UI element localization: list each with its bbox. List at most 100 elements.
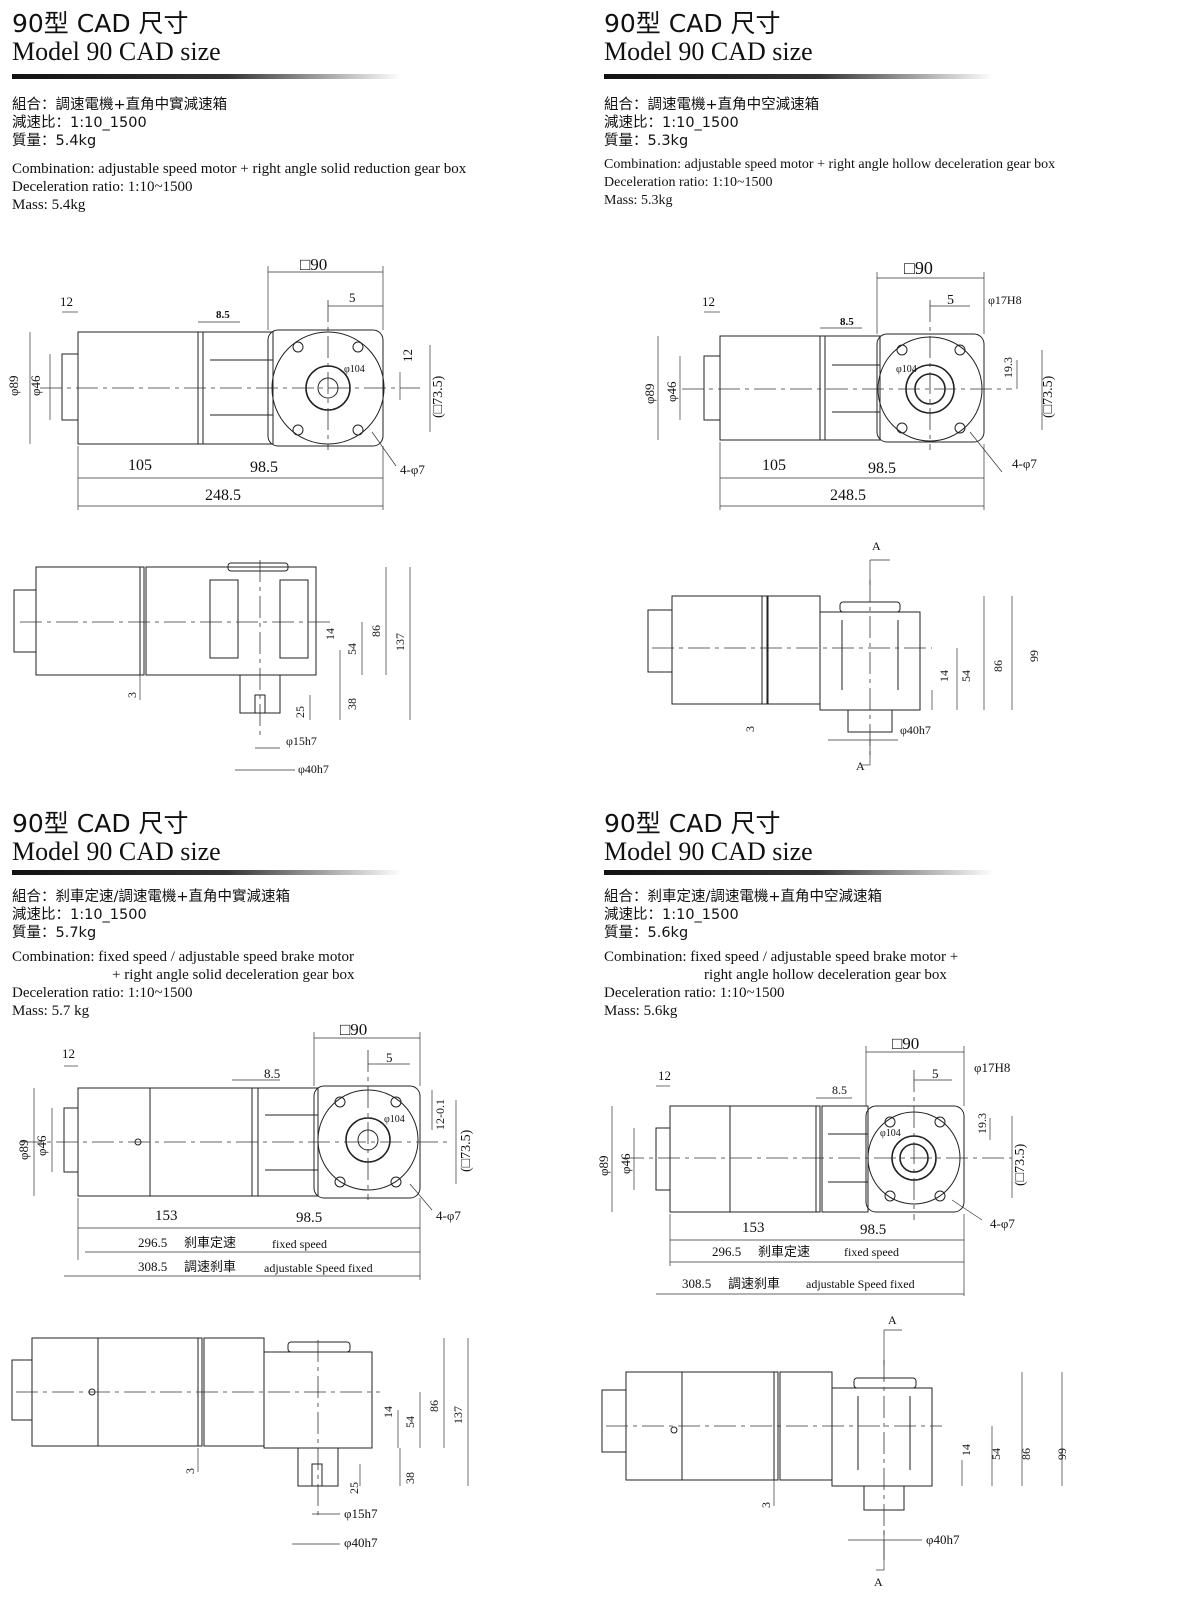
dim-hole: φ17H8 (974, 1060, 1010, 1075)
side-motor-body (671, 595, 768, 705)
dim-square: □90 (340, 1020, 367, 1039)
spec-english: Combination: adjustable speed motor + ri… (12, 160, 466, 214)
dim-flange: φ40h7 (926, 1532, 960, 1547)
dim-38: 38 (403, 1472, 417, 1484)
dim-pcd-square: (□73.5) (459, 1129, 474, 1172)
dim-308-5-cn: 調速刹車 (728, 1276, 780, 1291)
brake-body (669, 1105, 731, 1213)
spec-combination-en: Combination: adjustable speed motor + ri… (604, 157, 1056, 172)
spec-mass-cn: 質量：5.4kg (12, 133, 97, 149)
header-rule (12, 74, 402, 79)
dim-153: 153 (155, 1208, 178, 1224)
dim-8-5: 8.5 (264, 1066, 280, 1081)
spec-english: Combination: adjustable speed motor + ri… (604, 156, 1055, 210)
dim-phi46: φ46 (34, 1135, 49, 1156)
dim-137: 137 (393, 633, 407, 651)
dim-flange: φ40h7 (298, 762, 329, 776)
top-view: □90 5 12 8.5 φ104 φ89 φ46 12 (□73.5) 105… (6, 255, 446, 510)
dim-308-5-en: adjustable Speed fixed (264, 1261, 373, 1275)
drawing-panel-3: □90 5 12 8.5 φ104 φ89 φ46 12-0.1 (□73.5)… (11, 1020, 474, 1550)
dim-phi104: φ104 (384, 1114, 405, 1125)
dim-3: 3 (743, 726, 757, 732)
title-chinese: 90型 CAD 尺寸 (604, 809, 781, 838)
dim-38: 38 (345, 698, 359, 710)
side-view: 14 54 86 137 3 25 38 φ15h7 φ40h7 (11, 1337, 469, 1550)
gearbox-body (824, 335, 881, 441)
spec-combination-en: Combination: adjustable speed motor + ri… (12, 161, 467, 177)
side-gearbox (831, 1387, 933, 1487)
spec-chinese: 組合：刹車定速/調速電機+直角中實減速箱 減速比：1:10_1500 質量：5.… (12, 888, 290, 942)
spec-chinese: 組合：調速電機+直角中實減速箱 減速比：1:10_1500 質量：5.4kg (12, 96, 227, 150)
dim-98-5: 98.5 (296, 1210, 322, 1226)
dim-hole: φ17H8 (988, 293, 1022, 307)
dim-holes: 4-φ7 (1012, 456, 1037, 471)
dim-19-3: 19.3 (975, 1113, 989, 1134)
dim-54: 54 (345, 643, 359, 655)
side-view: A A 14 54 86 99 3 φ40h7 (601, 1313, 1069, 1589)
spec-combination-en-2: right angle hollow deceleration gear box (704, 967, 947, 983)
spec-ratio-en: Deceleration ratio: 1:10~1500 (12, 985, 193, 1001)
dim-holes: 4-φ7 (400, 462, 425, 477)
spec-combination-en-2: + right angle solid deceleration gear bo… (112, 967, 355, 983)
spec-mass-en: Mass: 5.4kg (12, 197, 86, 213)
dim-phi89: φ89 (16, 1139, 31, 1160)
dim-12: 12 (702, 294, 715, 309)
header-rule (12, 870, 402, 875)
dim-square: □90 (892, 1034, 919, 1053)
dim-86: 86 (427, 1400, 441, 1412)
spec-ratio-en: Deceleration ratio: 1:10~1500 (12, 179, 193, 195)
dim-98-5: 98.5 (860, 1222, 886, 1238)
section-a-bottom: A (856, 759, 865, 773)
dim-14: 14 (323, 628, 337, 640)
spec-mass-en: Mass: 5.6kg (604, 1003, 678, 1019)
dim-phi89: φ89 (642, 383, 657, 404)
side-view: A A 14 54 86 99 3 φ40h7 (647, 539, 1041, 773)
top-view: □90 5 12 8.5 φ104 φ89 φ46 12-0.1 (□73.5)… (16, 1020, 474, 1280)
spec-chinese: 組合：刹車定速/調速電機+直角中空減速箱 減速比：1:10_1500 質量：5.… (604, 888, 882, 942)
title-chinese: 90型 CAD 尺寸 (12, 809, 189, 838)
drawing-panel-4: □90 5 φ17H8 12 8.5 φ104 φ89 φ46 19.3 (□7… (596, 1034, 1069, 1589)
side-motor-body (35, 566, 145, 676)
dim-153: 153 (742, 1220, 765, 1236)
side-view: 14 54 86 137 3 25 38 φ15h7 φ40h7 (13, 560, 411, 776)
dim-14: 14 (959, 1444, 973, 1456)
gearbox-body (821, 1105, 869, 1213)
title-english: Model 90 CAD size (12, 837, 221, 866)
mount-hole (352, 341, 364, 353)
dim-square: □90 (904, 258, 933, 278)
panel-header: 90型 CAD 尺寸 Model 90 CAD size (604, 810, 813, 866)
section-a-top: A (888, 1313, 897, 1327)
panel-hollow-brake: 90型 CAD 尺寸 Model 90 CAD size 組合：刹車定速/調速電… (592, 800, 1192, 1606)
dim-3: 3 (759, 1502, 773, 1508)
title-english: Model 90 CAD size (604, 837, 813, 866)
dim-308-5: 308.5 (138, 1259, 167, 1274)
dim-12: 12 (62, 1046, 75, 1061)
dim-holes: 4-φ7 (436, 1208, 461, 1223)
drawing-panel-2: □90 5 φ17H8 12 8.5 φ104 φ89 φ46 19.3 (□7… (642, 258, 1056, 773)
spec-combination-en: Combination: fixed speed / adjustable sp… (604, 949, 959, 965)
motor-body (729, 1105, 821, 1213)
dim-12-key: 12 (400, 349, 415, 362)
section-a-bottom: A (874, 1575, 883, 1589)
dim-12: 12 (60, 294, 73, 309)
dim-phi104: φ104 (896, 364, 917, 375)
dim-86: 86 (369, 625, 383, 637)
dim-pcd-square: (□73.5) (1013, 1143, 1028, 1186)
dim-14: 14 (937, 670, 951, 682)
title-chinese: 90型 CAD 尺寸 (12, 9, 189, 38)
dim-99: 99 (1027, 650, 1041, 662)
dim-296-5: 296.5 (138, 1235, 167, 1250)
dim-phi46: φ46 (664, 381, 679, 402)
dim-key: 5 (386, 1050, 393, 1065)
spec-ratio-cn: 減速比：1:10_1500 (604, 115, 739, 131)
dim-8-5: 8.5 (832, 1083, 847, 1097)
panel-header: 90型 CAD 尺寸 Model 90 CAD size (12, 10, 221, 66)
title-chinese: 90型 CAD 尺寸 (604, 9, 781, 38)
dim-54: 54 (403, 1416, 417, 1428)
side-motor-body (97, 1337, 203, 1447)
spec-english: Combination: fixed speed / adjustable sp… (12, 948, 355, 1020)
dim-3: 3 (125, 692, 139, 698)
dim-12-key: 12-0.1 (433, 1099, 447, 1130)
dim-296-5-en: fixed speed (844, 1245, 899, 1259)
top-view: □90 5 φ17H8 12 8.5 φ104 φ89 φ46 19.3 (□7… (642, 258, 1056, 510)
